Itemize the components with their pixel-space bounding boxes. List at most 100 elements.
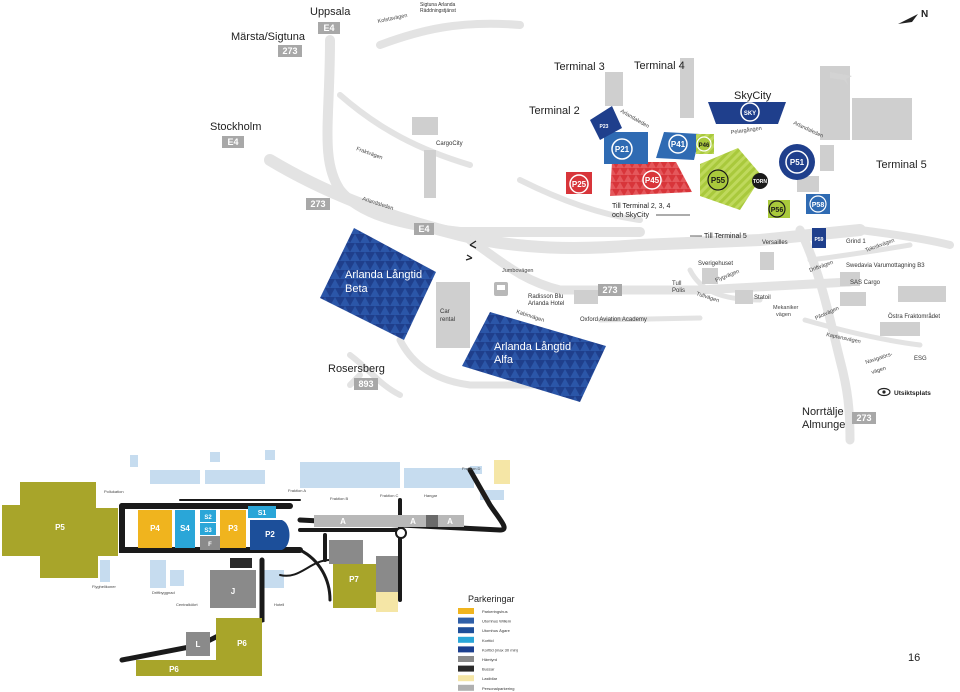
zone-bus[interactable] [230, 558, 252, 568]
parking-p45-label: P45 [645, 176, 660, 185]
skycity-badge [740, 102, 760, 122]
tiny-fraktion-a: Fraktion A [288, 488, 306, 493]
zone-s4[interactable] [175, 510, 195, 548]
tull-label-2: Polis [672, 288, 685, 294]
zone-s3[interactable] [200, 523, 216, 535]
zone-p7[interactable] [333, 564, 376, 608]
skycity-badge-label: SKY [744, 111, 756, 117]
zone-a-dark [426, 515, 438, 527]
zone-s2[interactable] [200, 510, 216, 522]
r893-text: 893 [358, 379, 373, 389]
parking-p21-badge[interactable] [611, 138, 633, 160]
parking-p25-badge[interactable] [569, 174, 589, 194]
parking-p51-badge[interactable] [785, 150, 809, 174]
parking-p58-badge[interactable] [809, 195, 827, 213]
tiny-fraktion-b: Fraktion B [330, 496, 349, 501]
legend-swatch [458, 656, 474, 662]
arrow-right-icon [465, 254, 473, 261]
almunge-label: Almunge [802, 419, 845, 431]
parking-p56-badge[interactable] [768, 200, 786, 218]
e4-top-sign [318, 22, 340, 34]
parking-beta-label-1: Arlanda Långtid [345, 269, 422, 281]
parking-p23-label: P23 [600, 124, 609, 130]
parking-p41-badge[interactable] [668, 134, 688, 154]
zone-p7-truck[interactable] [376, 592, 398, 612]
street-kolstavagen: Kolstavägen [377, 13, 408, 25]
zone-f[interactable] [200, 536, 220, 550]
street-jumbovagen: Jumbovägen [502, 268, 534, 274]
e4-stockholm-sign [222, 136, 244, 148]
zone-p7-side[interactable] [376, 556, 398, 592]
terminal-5-label: Terminal 5 [876, 159, 927, 171]
street-arlandaleden-right: Arlandaleden [792, 120, 824, 139]
parking-p45-badge[interactable] [642, 170, 662, 190]
till-t5-note: Till Terminal 5 [704, 233, 747, 240]
bottom-map: A A A P5 P4 S4 S2 S3 F P3 S1 P2 J P7 [2, 450, 519, 691]
legend-swatch [458, 675, 474, 682]
r893-sign [354, 378, 378, 390]
parking-p59-area[interactable] [812, 228, 826, 248]
car-rental-label-1: Car [440, 309, 450, 315]
legend-label: Parkeringshus [482, 609, 508, 614]
tower-badge [752, 173, 768, 189]
legend-label: Bussar [482, 667, 495, 672]
r273-mid-text: 273 [602, 285, 617, 295]
zone-p2[interactable] [250, 520, 290, 550]
zone-p6-label-2: P6 [169, 665, 179, 674]
parking-p56-label: P56 [771, 207, 784, 214]
parking-p23-area[interactable] [590, 106, 622, 140]
zone-cargo-truck[interactable] [494, 460, 510, 484]
zone-s1[interactable] [248, 506, 276, 518]
r273-bottom-sign [852, 412, 876, 424]
zone-p7-grey[interactable] [329, 540, 363, 564]
zone-p7-label: P7 [349, 575, 359, 584]
zone-p4-label: P4 [150, 524, 160, 533]
tiny-hotell: Hotell [274, 602, 284, 607]
parking-p55-badge[interactable] [707, 169, 729, 191]
tiny-driftbyggnad: Driftbyggnad [152, 590, 175, 595]
terminal-4-label: Terminal 4 [634, 60, 685, 72]
zone-l[interactable] [186, 632, 210, 656]
zone-a1-label: A [340, 517, 346, 526]
parking-p21-label: P21 [615, 145, 630, 154]
ostra-label: Östra Fraktområdet [888, 313, 940, 320]
zone-j[interactable] [210, 570, 256, 608]
rosersberg-label: Rosersberg [328, 363, 385, 375]
versailles-label: Versailles [762, 240, 788, 246]
street-mekanikervagen-1: Mekaniker [773, 305, 799, 311]
parking-beta-label-2: Beta [345, 283, 369, 295]
legend-label: Utomhus Ägare [482, 628, 511, 633]
grind1-label: Grind 1 [846, 239, 866, 245]
parking-alfa-area[interactable] [462, 312, 606, 402]
e4-stockholm-text: E4 [227, 137, 238, 147]
parking-beta-area[interactable] [320, 228, 436, 340]
sascargo-label: SAS Cargo [850, 280, 881, 286]
zone-a-strip[interactable] [314, 515, 464, 527]
legend-swatch [458, 636, 474, 643]
r273-top-text: 273 [282, 46, 297, 56]
tiny-fraktion-d: Fraktion D [462, 466, 481, 471]
parking-p55-area[interactable] [700, 148, 762, 210]
tiny-flyghelikoner: Flyghelikoner [92, 584, 116, 589]
top-map: Arlanda Långtid Beta Arlanda Långtid Alf… [210, 2, 954, 445]
legend-swatch [458, 684, 474, 691]
legend-label: Personalparkering [482, 686, 514, 691]
zone-p3[interactable] [220, 510, 246, 548]
buildings [412, 58, 946, 348]
zone-p5[interactable] [2, 482, 118, 578]
parking-alfa-label-1: Arlanda Långtid [494, 341, 571, 353]
legend-label: Utomhus Willem [482, 619, 512, 624]
parking-p46-badge[interactable] [696, 136, 712, 152]
uppsala-label: Uppsala [310, 6, 351, 18]
zone-p4[interactable] [138, 510, 172, 548]
zone-a2-label: A [410, 517, 416, 526]
norrtalje-label: Norrtälje [802, 406, 844, 418]
zone-a3-label: A [447, 517, 453, 526]
legend-swatch [458, 627, 474, 634]
legend-swatch [458, 665, 474, 672]
arrow-left-icon [469, 240, 477, 249]
parking-alfa-label-2: Alfa [494, 354, 514, 366]
zone-p6[interactable] [136, 618, 262, 676]
